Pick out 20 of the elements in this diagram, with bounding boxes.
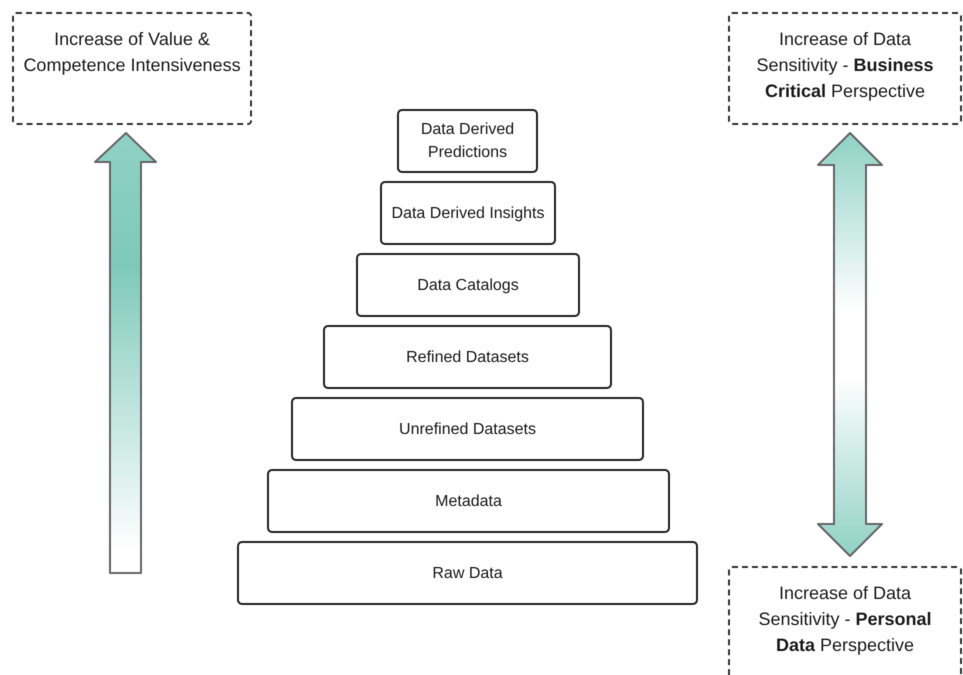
node-text: Unrefined Datasets [398,420,537,440]
node-text: Increase of Data Sensitivity - Business Critical Perspective [755,28,935,103]
node-text: Increase of Data Sensitivity - Personal Data Perspective [757,582,933,657]
node-text: Metadata [434,492,503,512]
pyramid-tier-box [267,469,670,533]
pyramid-tier-box [356,253,580,317]
note-box [728,566,962,675]
node-text: Raw Data [431,564,504,584]
node-text: Data Derived Insights [390,204,546,224]
node-text: Increase of Value & Competence Intensiveness [22,28,242,77]
pyramid-tier-box [397,109,538,173]
node-text: Refined Datasets [405,348,530,368]
node-text: Data Derived Predictions [420,120,516,163]
pyramid-tier-box [323,325,612,389]
note-box [12,12,252,125]
pyramid-tier-box [380,181,556,245]
node-text: Data Catalogs [416,276,520,296]
pyramid-tier-box [291,397,644,461]
note-box [728,12,962,125]
pyramid-tier-box [237,541,698,605]
